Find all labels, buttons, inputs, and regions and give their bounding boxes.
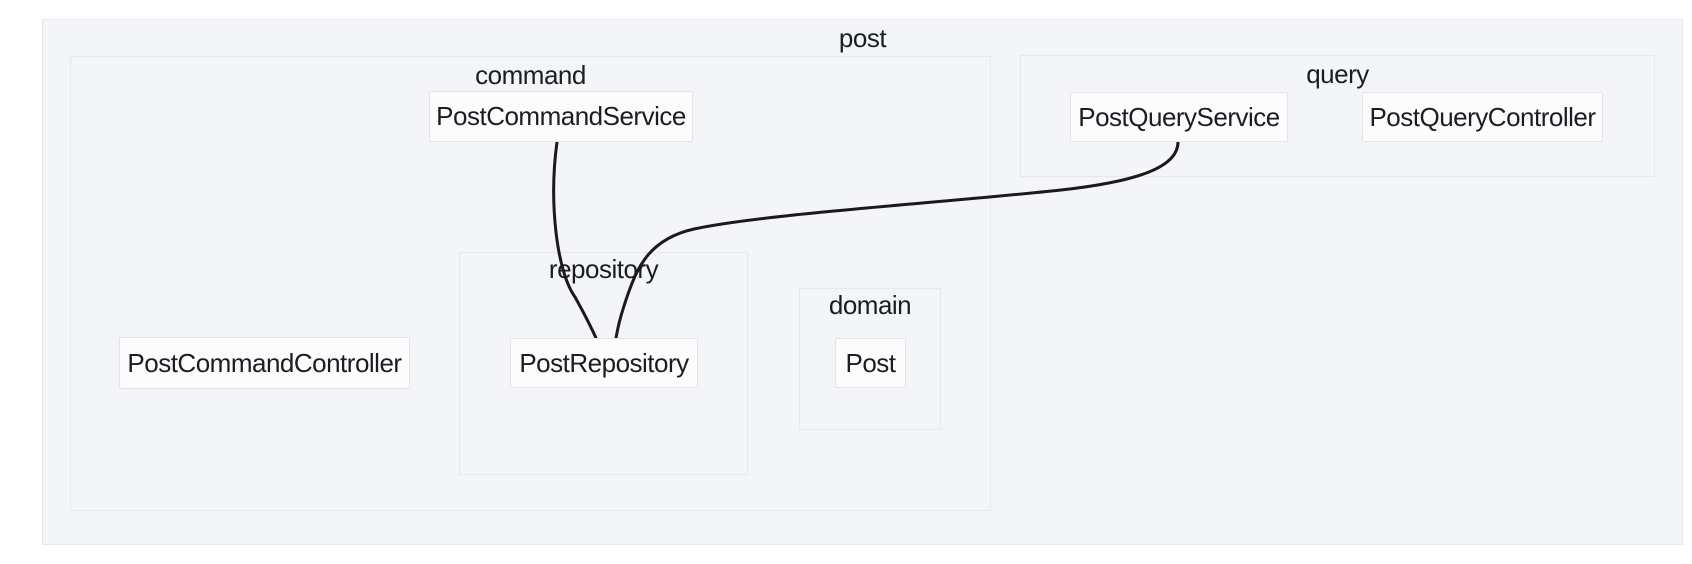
node-post-query-controller[interactable]: PostQueryController	[1362, 92, 1603, 142]
node-post-command-service-label: PostCommandService	[436, 101, 686, 131]
node-post-command-service[interactable]: PostCommandService	[429, 91, 693, 142]
node-post-query-service-label: PostQueryService	[1078, 101, 1280, 132]
container-repository-label: repository	[548, 254, 659, 284]
node-post-command-controller-label: PostCommandController	[127, 347, 402, 378]
node-post-query-service[interactable]: PostQueryService	[1070, 92, 1288, 142]
container-command-label: command	[475, 60, 586, 90]
node-post-repository-label: PostRepository	[519, 347, 689, 378]
node-post-label: Post	[845, 347, 896, 378]
node-post-repository[interactable]: PostRepository	[510, 338, 698, 388]
node-post-query-controller-label: PostQueryController	[1369, 101, 1596, 132]
container-domain-label: domain	[828, 290, 912, 320]
container-post-label: post	[838, 23, 887, 53]
node-post[interactable]: Post	[835, 338, 906, 388]
node-post-command-controller[interactable]: PostCommandController	[119, 337, 410, 389]
container-query-label: query	[1306, 59, 1369, 89]
